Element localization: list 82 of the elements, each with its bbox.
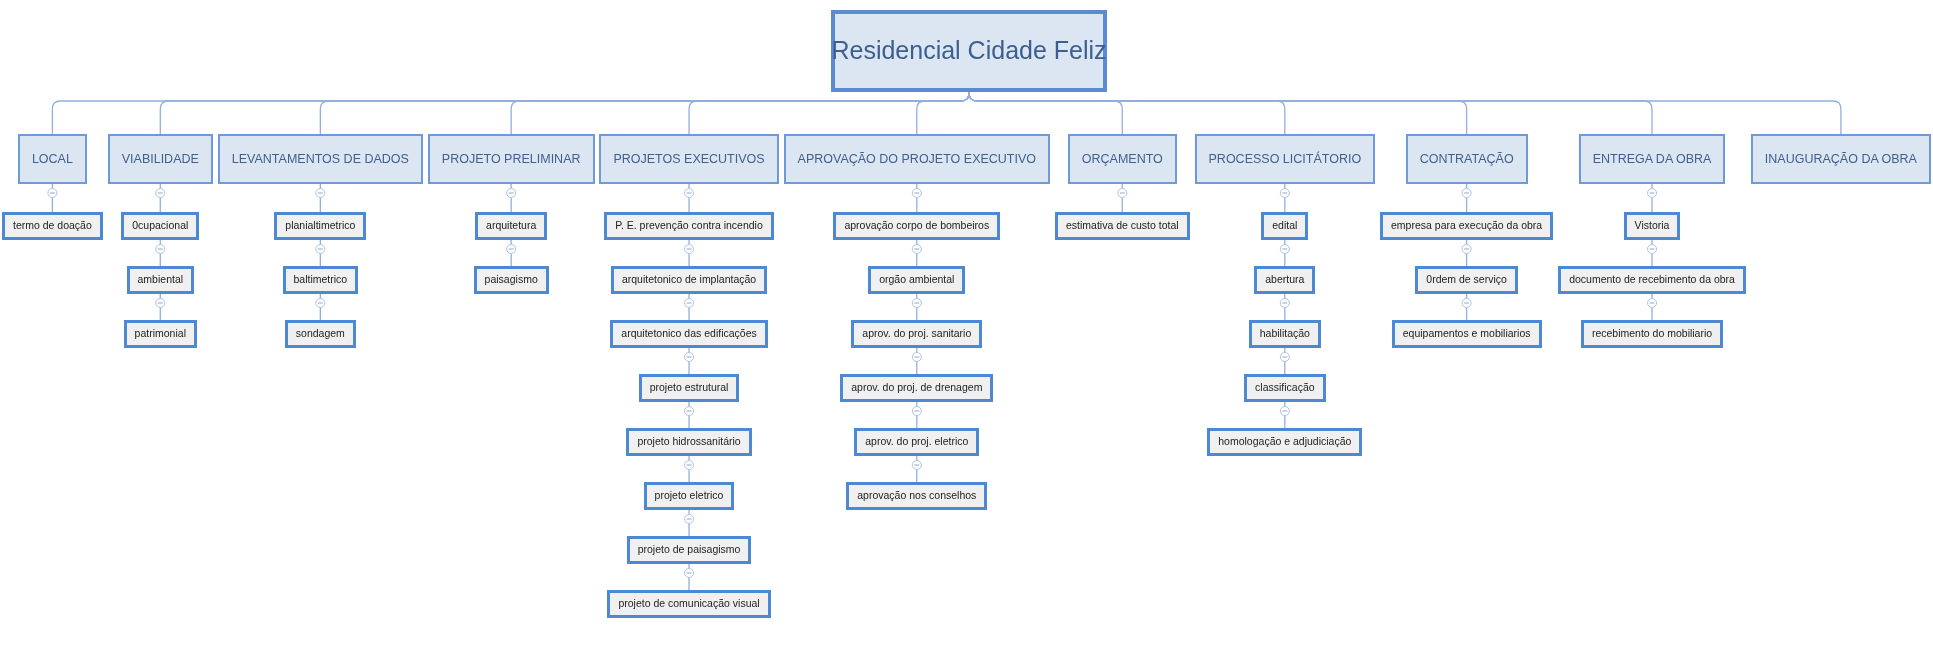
connector-line: [1465, 183, 1468, 213]
connector-line: [1284, 401, 1286, 429]
subtopic-box: habilitação: [1248, 320, 1321, 348]
connector-line: [688, 239, 690, 267]
topic-box: LEVANTAMENTOS DE DADOS: [217, 134, 423, 184]
connector-line: [916, 455, 918, 483]
topic-box: INAUGURAÇÃO DA OBRA: [1750, 134, 1931, 184]
topic-box: ORÇAMENTO: [1067, 134, 1177, 184]
connector-line: [1651, 293, 1653, 321]
subtopic-box: orgão ambiental: [868, 266, 966, 294]
connector-line: [1465, 239, 1468, 267]
subtopic-box: abertura: [1254, 266, 1316, 294]
connector-line: [159, 293, 161, 321]
subtopic-box: recebimento do mobiliario: [1580, 320, 1724, 348]
subtopic-box: aprov. do proj. eletrico: [854, 428, 980, 456]
subtopic-box: baltimetrico: [282, 266, 359, 294]
connector-line: [688, 293, 690, 321]
subtopic-box: aprov. do proj. de drenagem: [840, 374, 994, 402]
subtopic-box: empresa para execução da obra: [1380, 212, 1554, 240]
subtopic-box: estimativa de custo total: [1054, 212, 1190, 240]
connector-line: [916, 239, 918, 267]
subtopic-box: equipamentos e mobiliarios: [1391, 320, 1542, 348]
subtopic-box: aprov. do proj. sanitario: [851, 320, 983, 348]
subtopic-box: patrimonial: [123, 320, 197, 348]
subtopic-box: edital: [1261, 212, 1309, 240]
connector-line: [688, 563, 690, 591]
subtopic-box: Vistoria: [1623, 212, 1681, 240]
connector-line: [1651, 183, 1653, 213]
connector-line: [1465, 293, 1468, 321]
connector-line: [1651, 239, 1653, 267]
subtopic-box: projeto estrutural: [638, 374, 740, 402]
subtopic-box: termo de doação: [2, 212, 103, 240]
subtopic-box: homologação e adjudiciação: [1207, 428, 1363, 456]
subtopic-box: ambiental: [126, 266, 195, 294]
subtopic-box: projeto de paisagismo: [626, 536, 752, 564]
subtopic-box: documento de recebimento da obra: [1558, 266, 1746, 294]
subtopic-box: projeto eletrico: [643, 482, 735, 510]
connector-line: [1284, 293, 1286, 321]
topic-box: PROJETOS EXECUTIVOS: [599, 134, 779, 184]
subtopic-box: arquitetonico das edificações: [610, 320, 768, 348]
topic-box: VIABILIDADE: [107, 134, 213, 184]
subtopic-box: aprovação nos conselhos: [846, 482, 988, 510]
topic-box: PROJETO PRELIMINAR: [427, 134, 595, 184]
topic-box: APROVAÇÃO DO PROJETO EXECUTIVO: [783, 134, 1051, 184]
connector-line: [916, 91, 970, 135]
subtopic-box: 0cupacional: [121, 212, 200, 240]
subtopic-box: classificação: [1244, 374, 1326, 402]
connector-line: [510, 239, 512, 267]
connector-line: [916, 293, 918, 321]
connector-line: [916, 401, 918, 429]
connector-line: [510, 183, 512, 213]
connector-line: [319, 293, 321, 321]
subtopic-box: planialtimetrico: [274, 212, 367, 240]
subtopic-box: P. E. prevenção contra incendio: [604, 212, 774, 240]
topic-box: PROCESSO LICITÁTORIO: [1194, 134, 1376, 184]
topic-box: ENTREGA DA OBRA: [1578, 134, 1726, 184]
subtopic-box: paisagismo: [473, 266, 549, 294]
topic-box: CONTRATAÇÃO: [1405, 134, 1528, 184]
connector-line: [1121, 183, 1123, 213]
connector-line: [51, 183, 54, 213]
connector-line: [1284, 347, 1286, 375]
subtopic-box: 0rdem de serviço: [1415, 266, 1518, 294]
connector-line: [688, 509, 690, 537]
connector-line: [159, 239, 161, 267]
subtopic-box: projeto de comunicação visual: [607, 590, 771, 618]
subtopic-box: projeto hidrossanitário: [626, 428, 752, 456]
connector-line: [688, 183, 690, 213]
connector-line: [159, 183, 161, 213]
connector-line: [319, 183, 321, 213]
subtopic-box: sondagem: [284, 320, 356, 348]
subtopic-box: aprovação corpo de bombeiros: [833, 212, 1001, 240]
topic-box: LOCAL: [17, 134, 87, 184]
connector-line: [1284, 239, 1286, 267]
connector-line: [688, 455, 690, 483]
subtopic-box: arquitetura: [475, 212, 548, 240]
connector-line: [688, 401, 690, 429]
connector-line: [916, 183, 918, 213]
connector-line: [319, 239, 321, 267]
connector-line: [916, 347, 918, 375]
connector-line: [1284, 183, 1286, 213]
connector-line: [688, 347, 690, 375]
subtopic-box: arquitetonico de implantação: [610, 266, 768, 294]
